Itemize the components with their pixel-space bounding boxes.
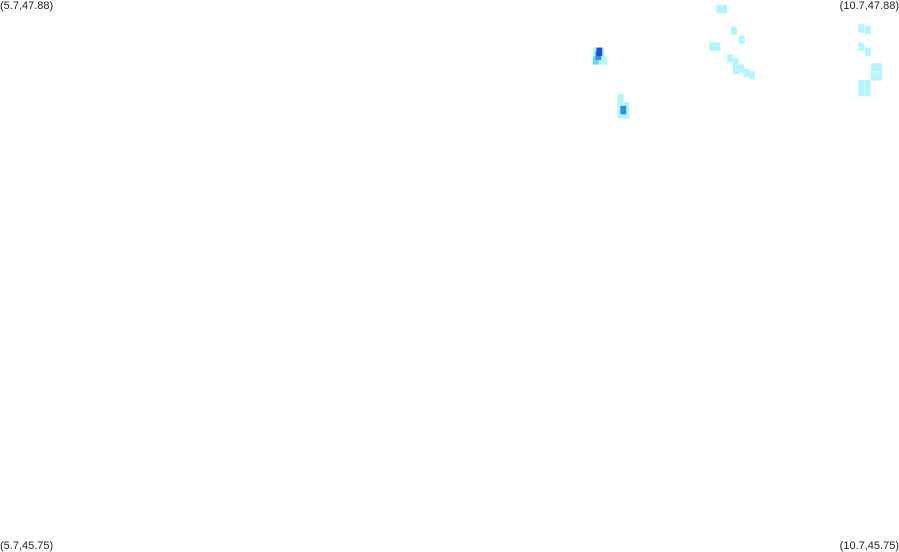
density-cell xyxy=(738,35,745,44)
density-cell xyxy=(870,63,877,72)
density-cell xyxy=(749,70,755,80)
density-cells-layer xyxy=(592,4,883,119)
density-cell xyxy=(743,68,749,77)
density-cell xyxy=(858,42,865,51)
density-cell xyxy=(732,58,739,67)
density-cell xyxy=(598,56,605,65)
density-cell xyxy=(601,56,608,65)
density-cell xyxy=(870,72,877,81)
density-cell xyxy=(865,47,871,56)
density-cell xyxy=(858,80,865,89)
density-cell xyxy=(623,102,630,111)
density-cell xyxy=(864,80,871,89)
density-cell xyxy=(732,65,739,75)
density-cell xyxy=(592,56,599,65)
density-cell xyxy=(620,105,627,115)
density-cell xyxy=(617,110,624,119)
density-cell xyxy=(865,25,871,34)
density-cell xyxy=(596,47,603,56)
density-cell xyxy=(721,4,728,14)
density-cell xyxy=(731,26,737,35)
density-cell xyxy=(738,64,744,73)
density-cell xyxy=(716,4,723,14)
corner-label-top-left: (5.7,47.88) xyxy=(0,0,54,12)
density-cell xyxy=(876,72,883,81)
density-cell xyxy=(858,24,865,33)
density-cell xyxy=(714,42,721,51)
density-cell xyxy=(727,54,733,63)
density-cell xyxy=(876,63,883,72)
density-cell xyxy=(709,42,715,51)
corner-label-bottom-left: (5.7,45.75) xyxy=(0,540,54,552)
density-cell xyxy=(623,110,630,119)
density-cell xyxy=(858,87,865,97)
density-cell xyxy=(617,93,624,103)
density-cell xyxy=(864,87,871,97)
corner-label-top-right: (10.7,47.88) xyxy=(839,0,899,12)
corner-label-bottom-right: (10.7,45.75) xyxy=(839,540,899,552)
